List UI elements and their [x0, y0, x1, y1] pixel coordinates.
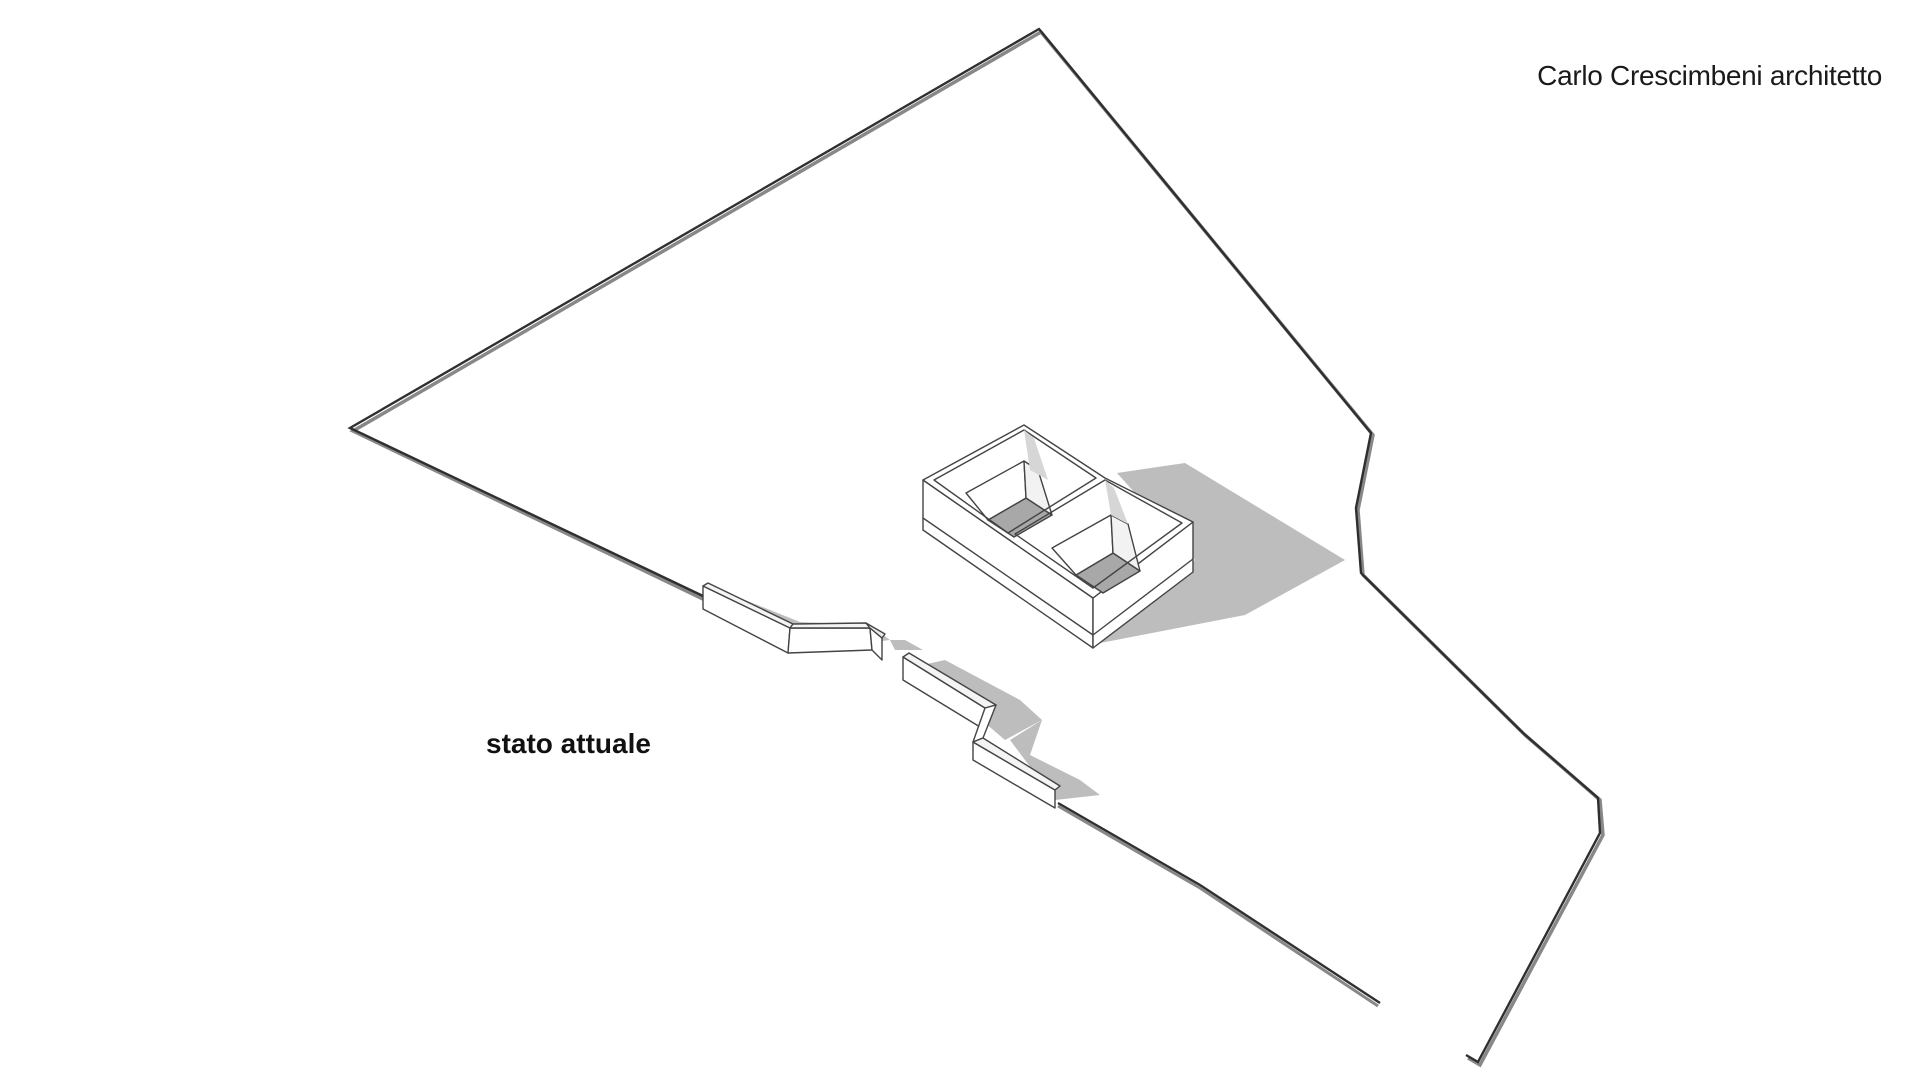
right-wall-top-b [972, 737, 1061, 791]
boundary-line-south [1057, 801, 1381, 1005]
boundary-line-south-shade [1057, 804, 1379, 1008]
site-boundary [347, 27, 1605, 1068]
author-credit: Carlo Crescimbeni architetto [1537, 60, 1882, 91]
right-wall-shadow-lower [1010, 720, 1100, 800]
room-2-rim [1014, 479, 1183, 589]
drawing-caption: stato attuale [486, 728, 651, 759]
building-band-line [922, 517, 1094, 636]
left-wall-top-b [789, 622, 871, 629]
left-wall-face-b [787, 627, 873, 654]
left-wall-end [865, 622, 886, 639]
building [922, 424, 1194, 649]
gap-shadow [890, 640, 923, 650]
room-1-left-wall-shadow [1024, 430, 1048, 480]
room-2-left-wall-shadow [1105, 480, 1128, 524]
building-band-line-side [1092, 558, 1194, 636]
room-1-rim [933, 429, 1097, 534]
boundary-walls [702, 582, 1061, 809]
boundary-line [347, 27, 1602, 1064]
